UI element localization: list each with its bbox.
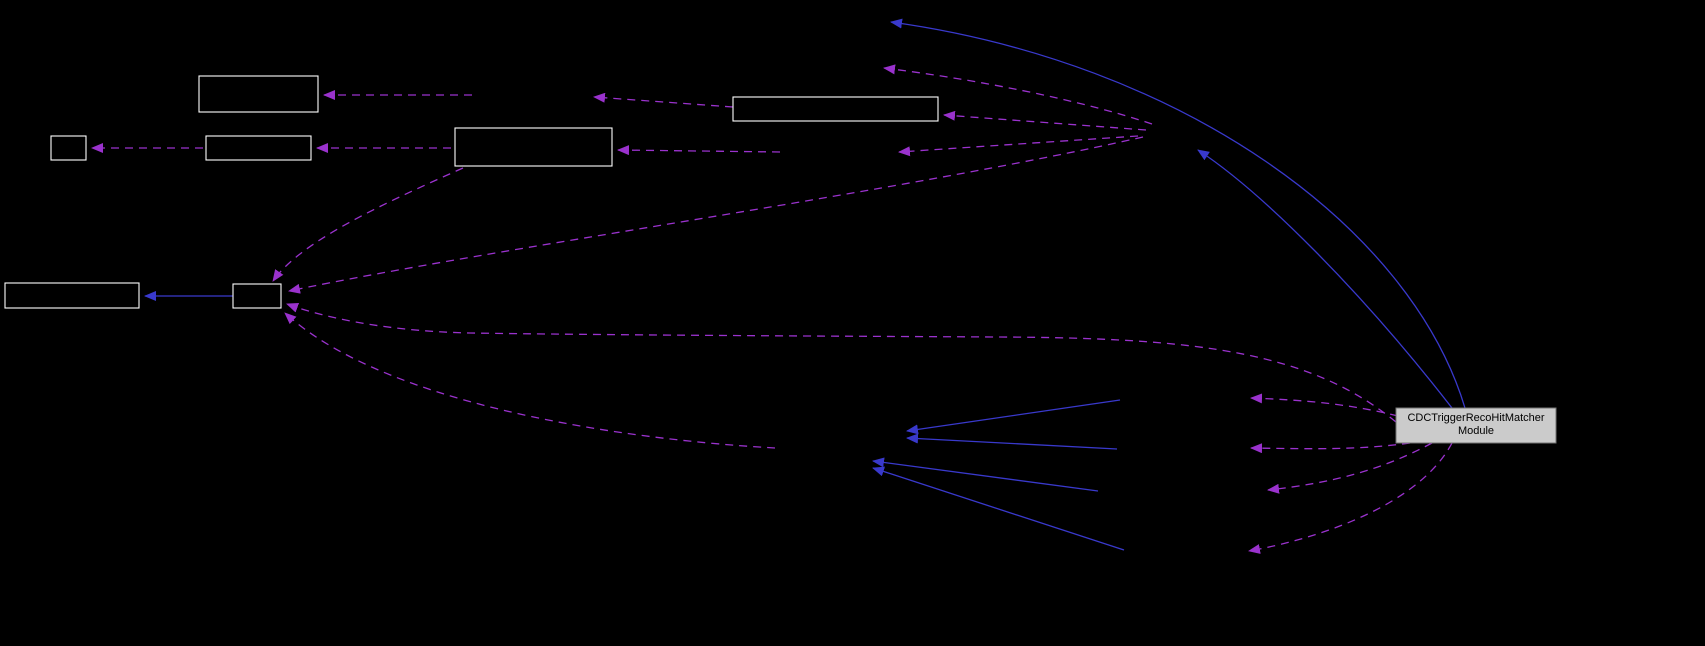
class-node[interactable] [50, 135, 87, 161]
dashed-edge [1267, 442, 1433, 494]
main-node-box[interactable] [1395, 407, 1557, 444]
solid-edge [872, 457, 1099, 492]
main-node-cdctriggerrecohitmatcher-module[interactable]: CDCTriggerRecoHitMatcher Module [1395, 407, 1557, 444]
solid-edge [1197, 149, 1453, 409]
dashed-edge [272, 167, 464, 282]
class-node[interactable] [454, 127, 613, 167]
dashed-edge [593, 92, 734, 108]
solid-edge [890, 18, 1466, 409]
dashed-edge [286, 303, 1397, 423]
class-node[interactable] [4, 282, 140, 309]
solid-edge [906, 433, 1118, 450]
solid-edge [906, 399, 1121, 435]
class-node[interactable] [198, 75, 319, 113]
dashed-edge [284, 312, 776, 449]
solid-edge [872, 466, 1125, 551]
main-node-label-line1: CDCTriggerRecoHitMatcher [1407, 412, 1544, 424]
main-node-label-line2: Module [1458, 425, 1494, 437]
class-node[interactable] [732, 96, 939, 122]
class-node[interactable] [205, 135, 312, 161]
dashed-edge [898, 135, 1139, 157]
dashed-edge [883, 64, 1153, 125]
class-node[interactable] [232, 283, 282, 309]
dashed-edge [1250, 442, 1411, 454]
dashed-edge [288, 136, 1144, 294]
dashed-edge [1250, 393, 1399, 417]
dashed-edge [943, 110, 1147, 131]
